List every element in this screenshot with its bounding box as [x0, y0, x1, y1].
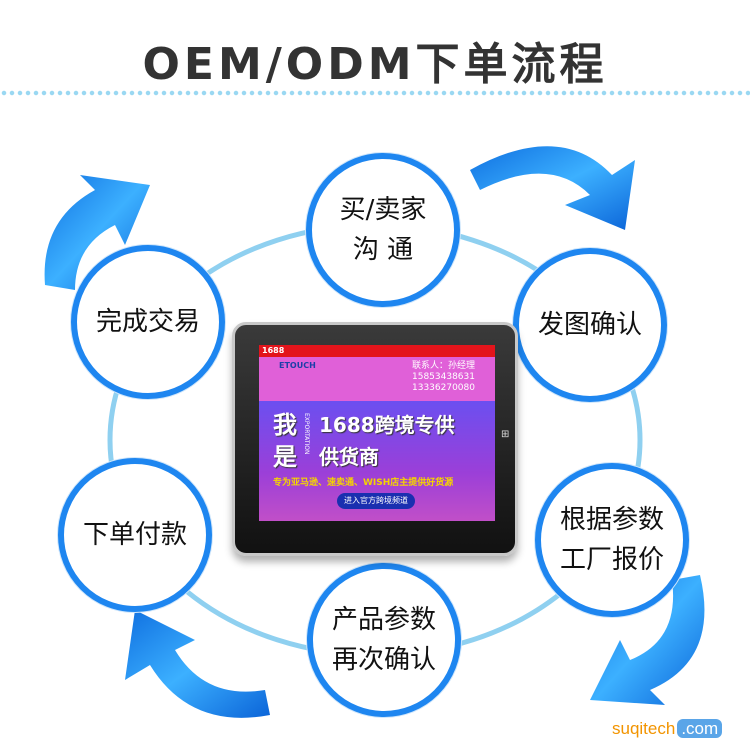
tablet-screen: 1688 ETOUCH 联系人：孙经理 15853438631 13336270… — [259, 345, 495, 521]
banner-slogan: 专为亚马逊、速卖通、WISH店主提供好货源 — [273, 478, 454, 488]
shop-header: ETOUCH 联系人：孙经理 15853438631 13336270080 — [259, 357, 495, 401]
step-order-payment: 下单付款 — [58, 458, 212, 612]
banner-left-text: 我是 — [273, 411, 297, 471]
step-send-drawing-confirm: 发图确认 — [513, 248, 667, 402]
arrow-icon-top-left — [44, 175, 151, 290]
step-buyer-seller-communication: 买/卖家沟 通 — [306, 153, 460, 307]
arrow-icon-bottom-right — [590, 575, 705, 705]
step-factory-quote: 根据参数工厂报价 — [535, 463, 689, 617]
promo-banner: 我是 EXPORTATION 1688跨境专供 供货商 专为亚马逊、速卖通、WI… — [259, 401, 495, 521]
step-reconfirm-parameters: 产品参数再次确认 — [307, 563, 461, 717]
tablet-image: 1688 ETOUCH 联系人：孙经理 15853438631 13336270… — [232, 322, 518, 556]
windows-icon: ⊞ — [501, 429, 510, 440]
page-title: OEM/ODM下单流程 — [142, 39, 608, 90]
contact-info: 联系人：孙经理 15853438631 13336270080 — [411, 361, 475, 393]
banner-text: 1688跨境专供 供货商 — [319, 413, 455, 469]
watermark-logo: suqitech.com — [612, 719, 723, 739]
enter-channel-button: 进入官方跨境频道 — [337, 493, 415, 509]
step-complete-deal: 完成交易 — [71, 245, 225, 399]
banner-vertical-text: EXPORTATION — [303, 413, 310, 455]
arrow-icon-bottom-left — [125, 610, 270, 718]
site-header: 1688 — [259, 345, 495, 357]
arrow-icon-top-right — [470, 146, 635, 230]
brand-logo: ETOUCH — [279, 361, 316, 370]
dotted-divider — [0, 90, 750, 96]
